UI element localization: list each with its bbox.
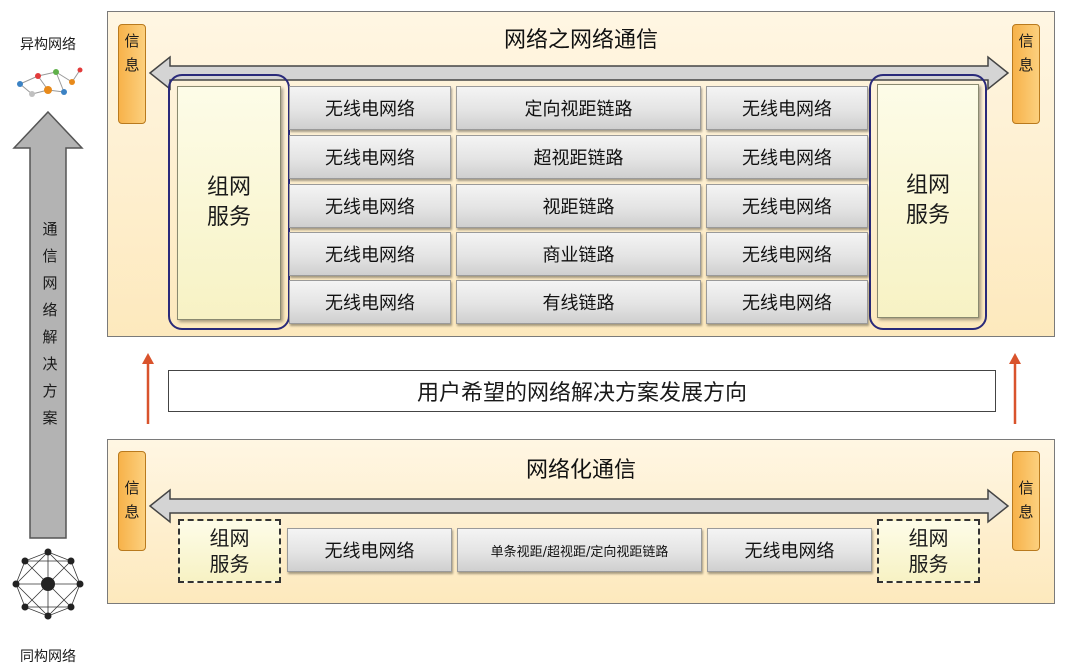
grid-cell: 超视距链路: [456, 135, 701, 179]
lower-info-arrow: [148, 488, 1010, 524]
upper-service-left: 组网服务: [177, 86, 281, 320]
up-arrow-left: [142, 353, 154, 424]
upper-service-right: 组网服务: [877, 84, 979, 318]
grid-cell: 无线电网络: [706, 232, 868, 276]
grid-cell: 无线电网络: [289, 135, 451, 179]
grid-cell: 无线电网络: [706, 184, 868, 228]
grid-cell: 定向视距链路: [456, 86, 701, 130]
solution-axis-arrow: [12, 110, 84, 539]
lower-info-right: 信息: [1012, 451, 1040, 551]
lower-cell: 无线电网络: [287, 528, 452, 572]
lower-service-right-label: 组网服务: [908, 526, 949, 576]
homogeneous-network-label: 同构网络: [20, 649, 76, 665]
grid-cell: 无线电网络: [289, 232, 451, 276]
lower-cell: 单条视距/超视距/定向视距链路: [457, 528, 702, 572]
upper-service-left-label: 组网服务: [206, 175, 251, 230]
lower-service-left-label: 组网服务: [209, 526, 250, 576]
upper-service-right-label: 组网服务: [905, 173, 950, 228]
upper-info-left: 信息: [118, 24, 146, 124]
lower-service-right: 组网服务: [877, 519, 980, 583]
grid-cell: 无线电网络: [706, 135, 868, 179]
grid-cell: 商业链路: [456, 232, 701, 276]
lower-panel-title: 网络化通信: [525, 458, 636, 483]
grid-cell: 无线电网络: [289, 184, 451, 228]
upper-service-right-frame: [869, 74, 987, 330]
grid-cell: 无线电网络: [289, 280, 451, 324]
up-arrow-right: [1009, 353, 1021, 424]
lower-info-left: 信息: [118, 451, 146, 551]
grid-cell: 有线链路: [456, 280, 701, 324]
upper-panel-title: 网络之网络通信: [503, 28, 658, 53]
heterogeneous-network-label: 异构网络: [20, 37, 76, 53]
grid-cell: 无线电网络: [289, 86, 451, 130]
grid-cell: 无线电网络: [706, 280, 868, 324]
lower-cell: 无线电网络: [707, 528, 872, 572]
lower-service-left: 组网服务: [178, 519, 281, 583]
heterogeneous-network-icon: [17, 67, 83, 97]
solution-axis-label: 通信网络解决方案: [42, 220, 58, 427]
grid-cell: 视距链路: [456, 184, 701, 228]
upper-info-right: 信息: [1012, 24, 1040, 124]
development-direction: 用户希望的网络解决方案发展方向: [168, 370, 996, 412]
grid-cell: 无线电网络: [706, 86, 868, 130]
homogeneous-network-icon: [12, 548, 84, 620]
